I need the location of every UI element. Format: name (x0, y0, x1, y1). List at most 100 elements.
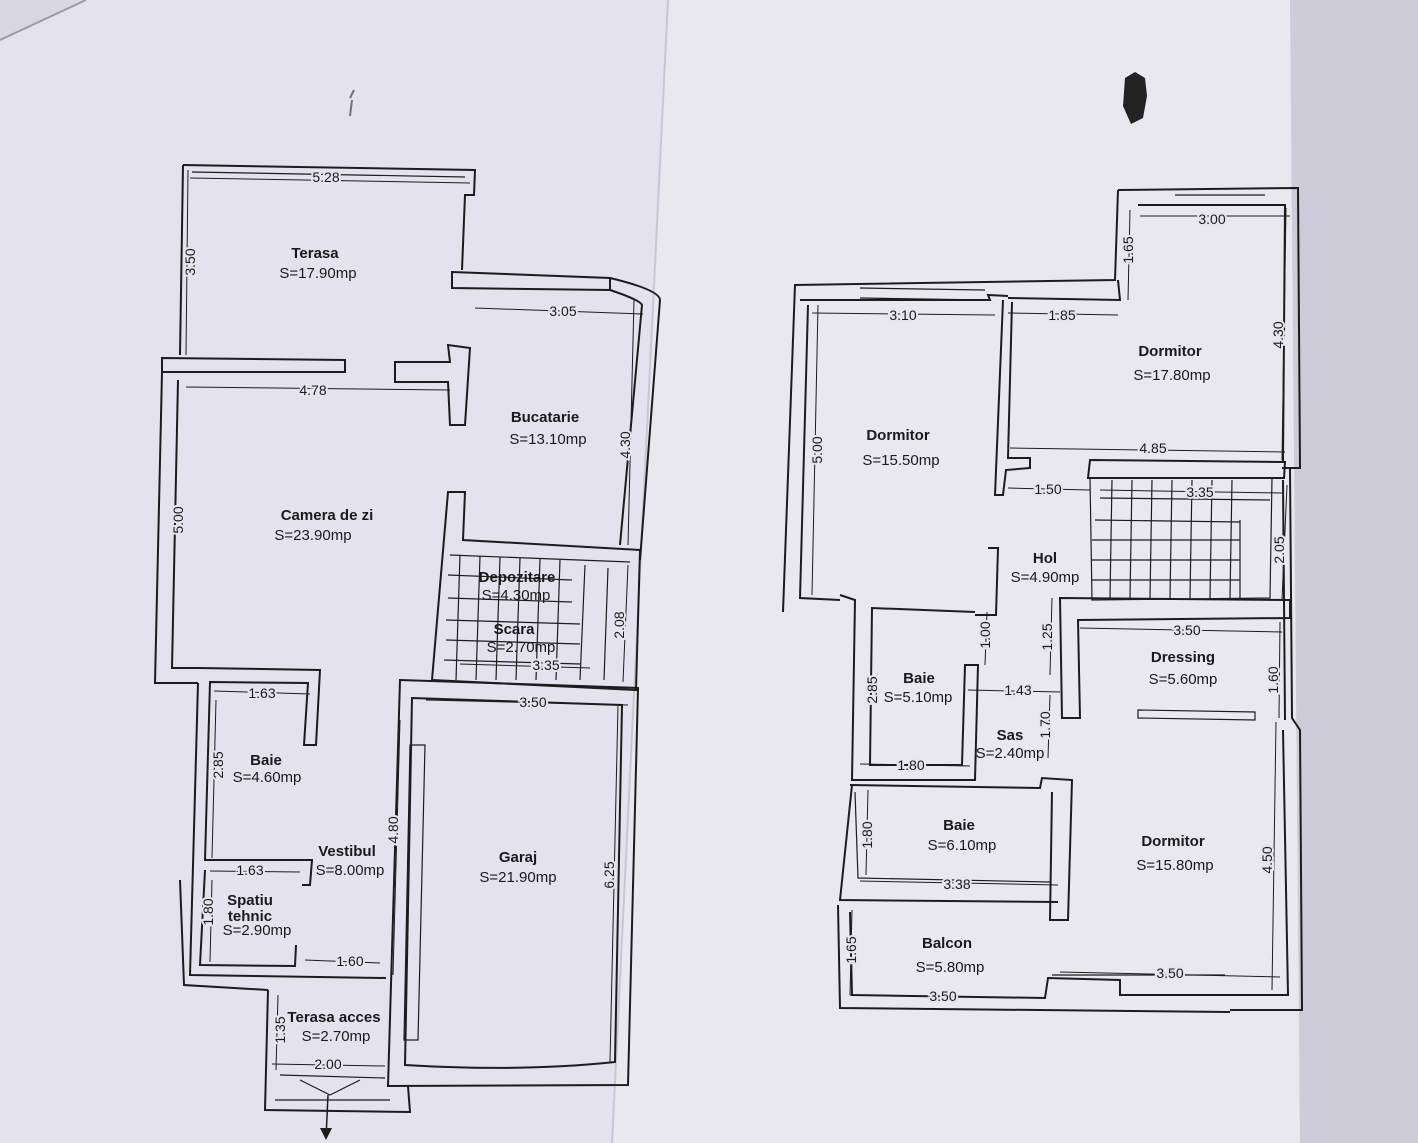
dimension-line (459, 663, 591, 669)
dimension-line (185, 169, 189, 356)
dimension-line (1099, 489, 1283, 494)
dimension-line (304, 959, 381, 964)
dimension-line (859, 763, 971, 767)
dimension-line (1007, 487, 1091, 491)
dimension-label: 4.80 (385, 816, 401, 843)
dimension-label: 4.50 (1259, 846, 1275, 873)
dimension-label: 1.25 (1039, 623, 1055, 650)
dimension-line (171, 379, 179, 667)
ink-mark (1123, 72, 1147, 124)
room-area-scara: S=2.70mp (487, 639, 556, 656)
room-area-spatiu: S=2.90mp (223, 922, 292, 939)
room-name-baie: Baie (250, 752, 282, 769)
room-area-dormitor3: S=15.80mp (1136, 857, 1213, 874)
dimension-label: 1.60 (1265, 666, 1281, 693)
dimension-label: 1.60 (336, 953, 363, 969)
room-area-dormitor2: S=17.80mp (1133, 367, 1210, 384)
dimension-line (984, 611, 988, 666)
dimension-label: 3.05 (549, 303, 576, 319)
room-name-terasa_acces: Terasa acces (287, 1009, 380, 1026)
room-name-vestibul: Vestibul (318, 843, 376, 860)
dimension-label: 1.63 (236, 862, 263, 878)
room-name-dormitor2: Dormitor (1138, 343, 1201, 360)
dimension-label: 3.10 (889, 307, 916, 323)
room-area-sas: S=2.40mp (976, 745, 1045, 762)
room-area-baie1: S=5.10mp (884, 689, 953, 706)
room-area-balcon: S=5.80mp (916, 959, 985, 976)
room-area-camera: S=23.90mp (274, 527, 351, 544)
dimension-label: 2.00 (314, 1056, 341, 1072)
dimension-line (185, 386, 451, 391)
ground-floor-walls (153, 164, 662, 1140)
dimension-line (209, 870, 301, 873)
dimension-label: 1.65 (843, 936, 859, 963)
room-name-dormitor3: Dormitor (1141, 833, 1204, 850)
dimension-label: 4.85 (1139, 440, 1166, 456)
dimension-line (1278, 621, 1281, 719)
dimension-label: 3.38 (943, 876, 970, 892)
dimension-line (425, 699, 629, 706)
dimension-line (1009, 447, 1286, 453)
dimension-label: 3.35 (532, 657, 559, 673)
room-name-baie1: Baie (903, 670, 935, 687)
dimension-line (869, 609, 873, 763)
dimension-line (211, 699, 217, 859)
dimension-label: 1.43 (1004, 682, 1031, 698)
dimension-line (849, 994, 1046, 999)
room-area-garaj: S=21.90mp (479, 869, 556, 886)
dimension-line (811, 312, 996, 316)
room-area-terasa: S=17.90mp (279, 265, 356, 282)
room-name-sas: Sas (997, 727, 1024, 744)
dimension-line (627, 299, 635, 546)
room-name-bucatarie: Bucatarie (511, 409, 579, 426)
dimension-line (1079, 627, 1283, 633)
dimension-label: 5.00 (809, 436, 825, 463)
room-name-balcon: Balcon (922, 935, 972, 952)
dimension-label: 3.50 (929, 988, 956, 1004)
dimension-label: 3.35 (1186, 484, 1213, 500)
dimension-label: 3.50 (1173, 622, 1200, 638)
room-area-hol: S=4.90mp (1011, 569, 1080, 586)
dimension-line (213, 690, 311, 695)
dimension-line (859, 880, 1059, 886)
room-name-terasa: Terasa (291, 245, 339, 262)
dimension-line (275, 994, 279, 1071)
dimension-label: 1.70 (1037, 711, 1053, 738)
dimension-line (811, 304, 819, 596)
room-name-garaj: Garaj (499, 849, 537, 866)
room-name-depozitare: Depozitare (479, 569, 556, 586)
room-name-hol: Hol (1033, 550, 1057, 567)
dimension-line (474, 307, 644, 315)
dimension-label: 3.50 (519, 694, 546, 710)
dimension-line (622, 564, 629, 683)
dimension-label: 2.85 (210, 751, 226, 778)
dimension-label: 1.65 (1120, 236, 1136, 263)
dimension-label: 4.30 (1270, 321, 1286, 348)
room-area-terasa_acces: S=2.70mp (302, 1028, 371, 1045)
room-area-dormitor1: S=15.50mp (862, 452, 939, 469)
dimension-line (1127, 209, 1131, 301)
labels: TerasaS=17.90mpBucatarieS=13.10mpCamera … (168, 167, 1290, 1074)
dimension-label: 4.30 (617, 431, 633, 458)
dimension-line (1271, 721, 1277, 991)
room-name-dormitor1: Dormitor (866, 427, 929, 444)
room-area-vestibul: S=8.00mp (316, 862, 385, 879)
dimension-label: 2.85 (864, 676, 880, 703)
room-area-depozitare: S=4.30mp (482, 587, 551, 604)
room-area-baie2: S=6.10mp (928, 837, 997, 854)
dimension-label: 5.28 (312, 169, 339, 185)
dimension-line (1281, 484, 1288, 601)
dimension-line (1281, 207, 1287, 461)
dimension-line (1007, 312, 1119, 316)
dimension-line (271, 1063, 386, 1067)
dimension-label: 6.25 (601, 861, 617, 888)
dimension-line (967, 689, 1061, 693)
dimension-line (1059, 971, 1281, 978)
dimension-line (865, 789, 869, 876)
dimension-label: 1.00 (977, 621, 993, 648)
room-name-scara: Scara (494, 621, 536, 638)
dimension-label: 4.78 (299, 382, 326, 398)
